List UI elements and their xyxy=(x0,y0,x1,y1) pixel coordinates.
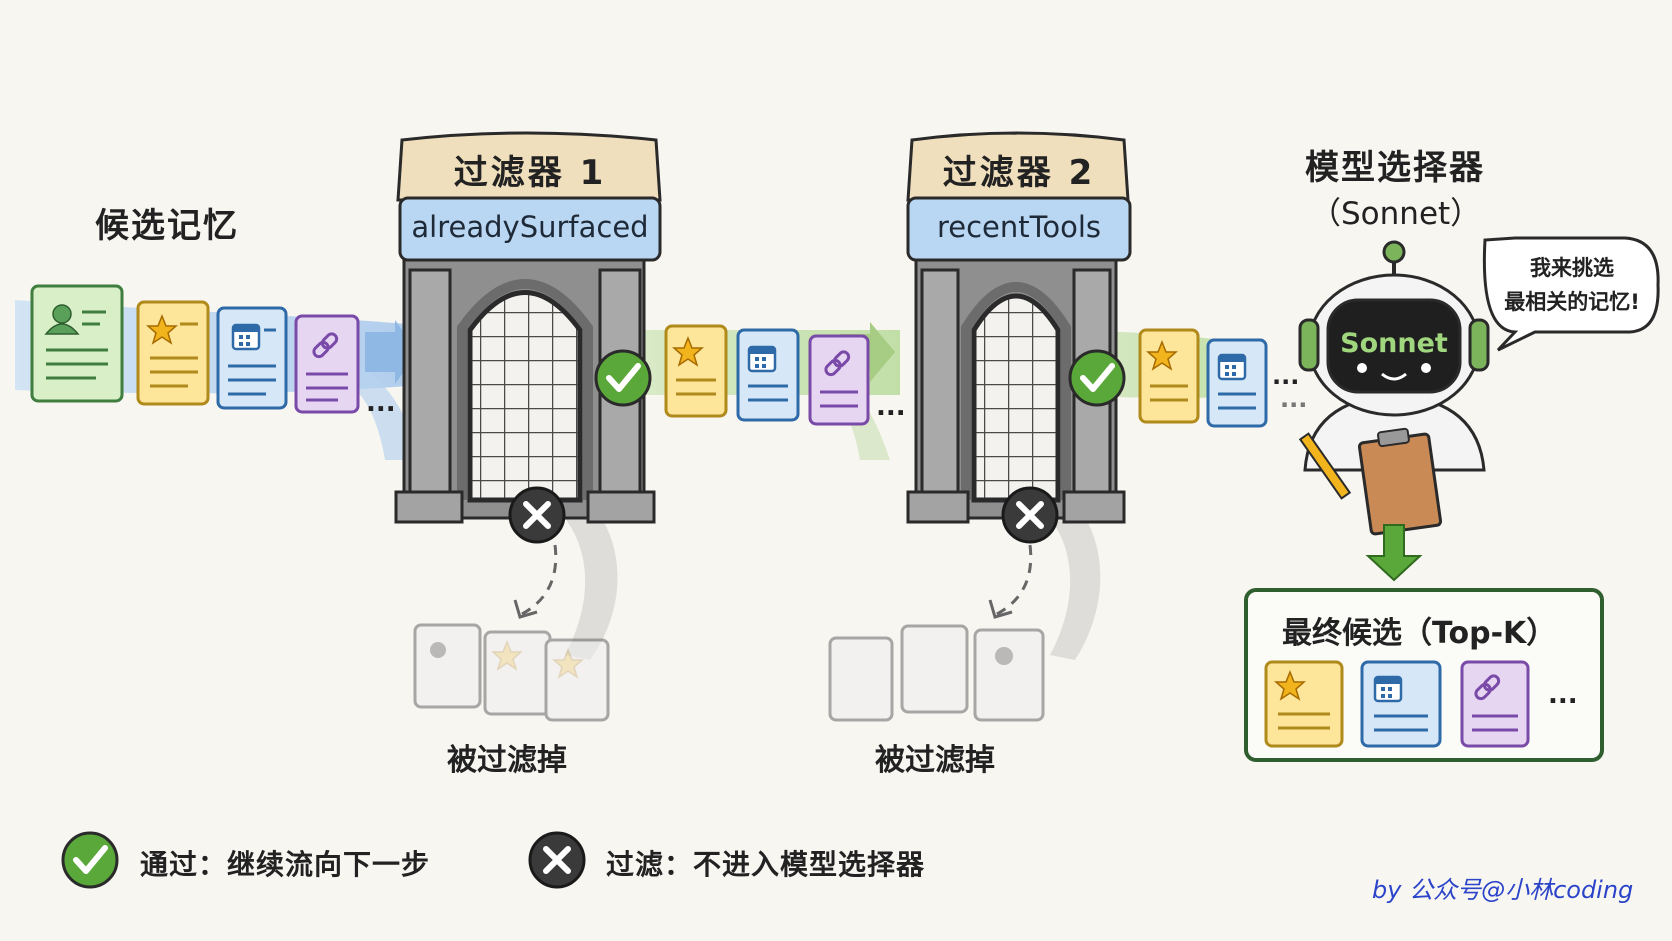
speech-line-1: 我来挑选 xyxy=(1530,256,1614,280)
filter2-title: 过滤器 2 xyxy=(942,153,1096,193)
passed-card-calendar xyxy=(736,328,800,422)
check-icon xyxy=(594,349,652,407)
final-ellipsis: ... xyxy=(1548,680,1578,710)
legend-cross-icon xyxy=(528,831,586,889)
final-card-link xyxy=(1460,660,1530,748)
legend-pass-text: 通过：继续流向下一步 xyxy=(140,848,431,881)
candidate-card-link xyxy=(294,314,360,414)
filter2-name: recentTools xyxy=(936,210,1102,244)
filter2-rejected-label: 被过滤掉 xyxy=(875,743,995,778)
check-icon xyxy=(1068,349,1126,407)
filter1-rejected-label: 被过滤掉 xyxy=(447,743,567,778)
candidates-title: 候选记忆 xyxy=(95,206,239,246)
final-title: 最终候选（Top-K） xyxy=(1282,616,1557,651)
candidates-ellipsis: ... xyxy=(366,388,396,418)
mid-ellipsis-1: ... xyxy=(876,392,906,422)
legend-check-icon xyxy=(61,831,119,889)
candidate-card-calendar xyxy=(216,306,288,410)
cross-icon xyxy=(1001,486,1059,544)
down-arrow xyxy=(1365,524,1423,582)
mid-ellipsis-2: ... xyxy=(1272,362,1300,390)
clipboard-icon xyxy=(1357,427,1443,536)
legend-filter-text: 过滤：不进入模型选择器 xyxy=(606,848,926,881)
passed-card-calendar xyxy=(1206,338,1268,428)
robot-screen-text: Sonnet xyxy=(1340,328,1448,359)
credit-text: by 公众号@小林coding xyxy=(1372,876,1634,904)
selector-model: （Sonnet） xyxy=(1310,196,1482,232)
rejected-cards-1 xyxy=(413,623,610,722)
final-card-calendar xyxy=(1360,660,1442,748)
filter1-name: alreadySurfaced xyxy=(411,210,649,244)
selector-title: 模型选择器 xyxy=(1305,148,1485,188)
rejected-cards-2 xyxy=(828,624,1045,722)
passed-card-star xyxy=(664,324,728,418)
passed-card-star xyxy=(1138,328,1200,424)
pencil-icon xyxy=(1298,432,1352,500)
passed-card-link xyxy=(808,334,870,426)
speech-bubble xyxy=(1482,236,1660,352)
final-card-star xyxy=(1264,660,1344,748)
speech-line-2: 最相关的记忆! xyxy=(1504,290,1640,314)
cross-icon xyxy=(508,486,566,544)
mid-ellipsis-3: ... xyxy=(1280,385,1308,413)
candidate-card-star xyxy=(136,300,210,406)
filter1-title: 过滤器 1 xyxy=(453,153,607,193)
candidate-card-person xyxy=(30,284,124,403)
